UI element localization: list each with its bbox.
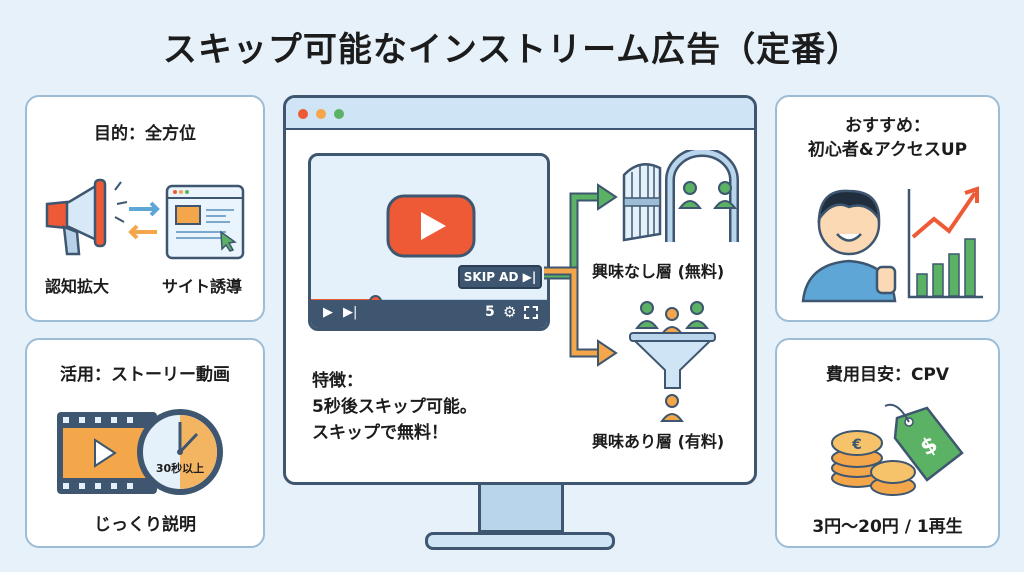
awareness-label: 認知拡大 xyxy=(45,277,110,296)
interested-label: 興味あり層 (有料) xyxy=(592,432,725,451)
euro-symbol: € xyxy=(851,437,862,453)
branch-arrows xyxy=(544,183,618,367)
maximize-dot-icon xyxy=(334,109,344,119)
not-interested-label: 興味なし層 (無料) xyxy=(592,262,725,281)
skip-ad-button[interactable]: SKIP AD ▶| xyxy=(458,265,542,289)
person-icons xyxy=(678,181,737,209)
cost-heading: 費用目安：CPV xyxy=(825,365,950,385)
clock-icon xyxy=(137,409,223,495)
recommend-card: おすすめ： 初心者&アクセスUP xyxy=(775,95,1000,322)
video-player[interactable]: ▶ ▶| 5 ⚙ xyxy=(308,153,550,331)
growth-chart-icon xyxy=(907,186,983,299)
arrow-right-icon xyxy=(129,201,160,217)
monitor-base xyxy=(425,532,615,550)
minimize-dot-icon xyxy=(316,109,326,119)
close-dot-icon xyxy=(298,109,308,119)
purpose-card: 目的：全方位 認知拡大 サイト誘導 xyxy=(25,95,265,322)
fullscreen-icon[interactable] xyxy=(524,306,538,319)
clock-label: 30秒以上 xyxy=(156,461,204,475)
usage-card: 活用：ストーリー動画 30秒以上 じっくり説明 xyxy=(25,338,265,548)
website-icon xyxy=(165,184,245,260)
features-line: スキップで無料！ xyxy=(312,423,448,443)
play-button-icon[interactable] xyxy=(386,194,476,258)
page-title: スキップ可能なインストリーム広告（定番） xyxy=(162,30,862,70)
film-clock-icon: 30秒以上 xyxy=(57,409,223,495)
features-line: 5秒後スキップ可能。 xyxy=(312,397,477,417)
countdown: 5 xyxy=(485,304,495,320)
film-icon xyxy=(57,412,157,494)
cost-price: 3円〜20円 / 1再生 xyxy=(812,517,963,537)
megaphone-icon xyxy=(45,178,128,256)
gear-icon[interactable]: ⚙ xyxy=(503,303,517,321)
features-heading: 特徴： xyxy=(312,371,363,391)
coins-icon xyxy=(831,430,916,496)
person-thumbs-up-icon xyxy=(801,189,897,303)
orange-arrow-icon xyxy=(544,268,602,356)
play-icon[interactable]: ▶ xyxy=(323,305,333,320)
next-icon[interactable]: ▶| xyxy=(343,305,358,320)
usage-caption: じっくり説明 xyxy=(94,515,196,535)
megaphone-website-icon xyxy=(45,178,245,260)
purpose-heading: 目的：全方位 xyxy=(94,124,196,144)
usage-heading: 活用：ストーリー動画 xyxy=(60,365,230,385)
cost-card: 費用目安：CPV $ € 3円〜20円 / 1再生 xyxy=(775,338,1000,548)
coins-price-tag-icon: $ € xyxy=(831,403,964,496)
site-traffic-label: サイト誘導 xyxy=(162,277,243,296)
recommend-heading-1: おすすめ： xyxy=(845,116,930,136)
features-text: 特徴： 5秒後スキップ可能。 スキップで無料！ xyxy=(312,368,477,446)
arrow-left-icon xyxy=(128,224,157,240)
player-controls: ▶ ▶| 5 ⚙ xyxy=(311,300,547,328)
price-tag-icon: $ xyxy=(884,403,964,482)
window-titlebar xyxy=(286,98,754,130)
funnel-icon xyxy=(629,301,716,422)
beginner-growth-icon xyxy=(801,186,983,303)
open-gate-icon xyxy=(622,150,739,242)
recommend-heading-2: 初心者&アクセスUP xyxy=(807,140,968,160)
monitor-neck xyxy=(478,485,564,533)
